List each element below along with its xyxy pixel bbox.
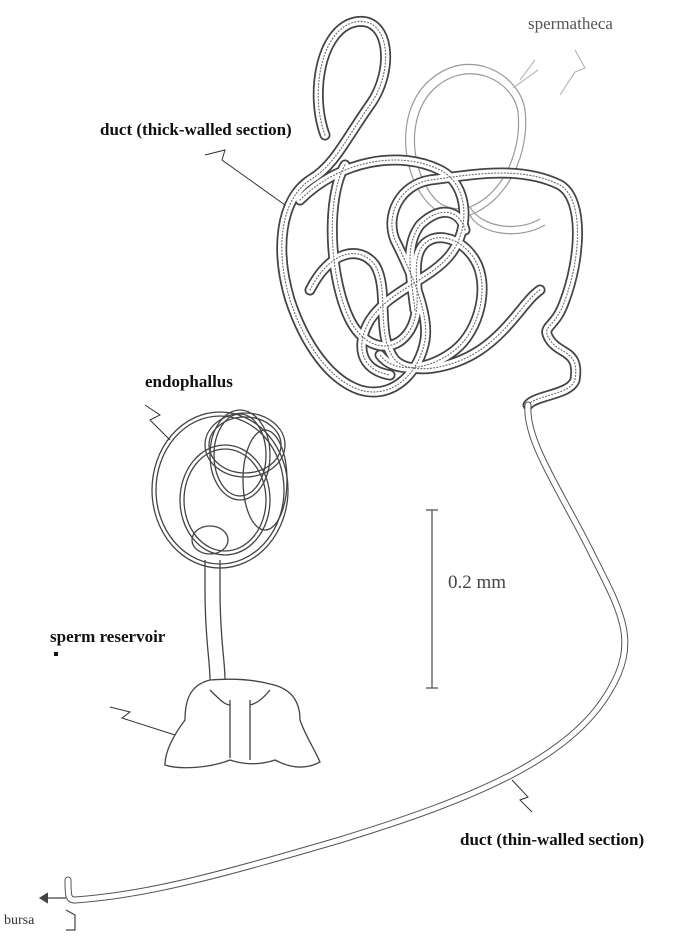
reservoir-marker <box>54 652 58 656</box>
endophallus-drawing <box>152 410 288 680</box>
label-duct-thin: duct (thin-walled section) <box>460 830 644 850</box>
label-spermatheca: spermatheca <box>528 14 613 34</box>
label-duct-thick: duct (thick-walled section) <box>100 120 292 140</box>
sperm-reservoir-drawing <box>165 679 320 768</box>
thick-duct-coils <box>282 21 578 405</box>
label-bursa: bursa <box>4 913 34 929</box>
thin-duct-drawing <box>68 405 625 900</box>
label-sperm-reservoir: sperm reservoir <box>50 627 165 647</box>
scale-bar <box>426 510 438 688</box>
leader-sperm-reservoir <box>110 707 175 735</box>
leader-spermatheca <box>560 50 585 95</box>
leader-endophallus <box>145 405 170 440</box>
leader-duct-thin <box>512 780 532 812</box>
spermatheca-drawing <box>406 60 545 234</box>
label-endophallus: endophallus <box>145 372 233 392</box>
leader-duct-thick <box>205 150 285 205</box>
label-scale: 0.2 mm <box>448 572 506 594</box>
